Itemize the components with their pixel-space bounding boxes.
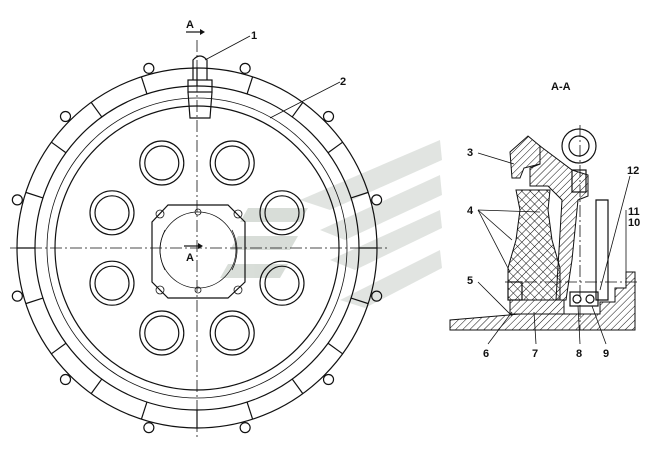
rubber-element-hole xyxy=(209,140,255,186)
rubber-element-hole xyxy=(144,145,180,181)
rubber-element-hole xyxy=(214,315,250,351)
front-view: A A 1 2 xyxy=(10,19,390,440)
section-marker-center: A xyxy=(184,243,203,264)
rubber-element-hole xyxy=(259,190,305,236)
rubber-element-hole xyxy=(209,310,255,356)
section-marker-top: A xyxy=(186,19,205,35)
callout-4: 4 xyxy=(467,205,474,217)
callout-5: 5 xyxy=(467,275,473,287)
lug-hole xyxy=(143,62,155,74)
flange-rib xyxy=(90,102,103,118)
rubber-element-hole xyxy=(259,260,305,306)
watermark-logo xyxy=(220,140,442,308)
flange-rib xyxy=(25,191,44,199)
rubber-element-hole xyxy=(144,315,180,351)
lug-hole xyxy=(11,290,23,302)
flange-rib xyxy=(90,378,103,394)
callout-10: 10 xyxy=(628,217,640,229)
section-title: A-A xyxy=(551,81,571,93)
flange-rib xyxy=(51,141,67,154)
callout-2: 2 xyxy=(340,76,346,88)
callout-12: 12 xyxy=(627,165,639,177)
rubber-element-hole xyxy=(94,265,130,301)
flange-rib xyxy=(291,378,304,394)
callout-9: 9 xyxy=(603,348,609,360)
lug-hole xyxy=(239,62,251,74)
callout-8: 8 xyxy=(576,348,582,360)
flange-rib xyxy=(350,297,369,305)
lug-hole xyxy=(239,422,251,434)
svg-text:A: A xyxy=(186,252,194,264)
rubber-element-hole xyxy=(89,190,135,236)
section-view: A-A 3 4 xyxy=(449,81,640,360)
flange-rib xyxy=(327,342,343,355)
central-hub xyxy=(151,204,246,299)
rubber-element-hole xyxy=(264,195,300,231)
lug-hole xyxy=(143,422,155,434)
flange-rib xyxy=(140,76,148,95)
lug-hole xyxy=(371,290,383,302)
flange-rib xyxy=(51,342,67,355)
callout-11: 11 xyxy=(628,206,640,218)
flange-rib xyxy=(140,401,148,420)
lug-hole xyxy=(322,373,335,386)
lug-hole xyxy=(59,110,72,123)
rubber-element-hole xyxy=(139,140,185,186)
callout-1: 1 xyxy=(251,30,257,42)
flange-rib xyxy=(246,401,254,420)
flange-rib xyxy=(350,191,369,199)
rubber-element-hole xyxy=(94,195,130,231)
lug-hole xyxy=(11,194,23,206)
rubber-element-holes xyxy=(89,140,305,356)
flange-rib xyxy=(25,297,44,305)
callout-3: 3 xyxy=(467,147,473,159)
lug-hole xyxy=(322,110,335,123)
lug-hole xyxy=(59,373,72,386)
eye-bolt xyxy=(187,55,213,119)
rubber-element-hole xyxy=(89,260,135,306)
rubber-element-hole xyxy=(214,145,250,181)
rubber-element-hole xyxy=(139,310,185,356)
svg-text:A: A xyxy=(186,19,194,31)
callout-7: 7 xyxy=(532,348,538,360)
flange-rib xyxy=(327,141,343,154)
callout-6: 6 xyxy=(483,348,489,360)
mounting-lugs xyxy=(11,62,383,434)
lug-hole xyxy=(371,194,383,206)
flange-rib xyxy=(291,102,304,118)
flange-rib xyxy=(246,76,254,95)
rubber-element-hole xyxy=(264,265,300,301)
